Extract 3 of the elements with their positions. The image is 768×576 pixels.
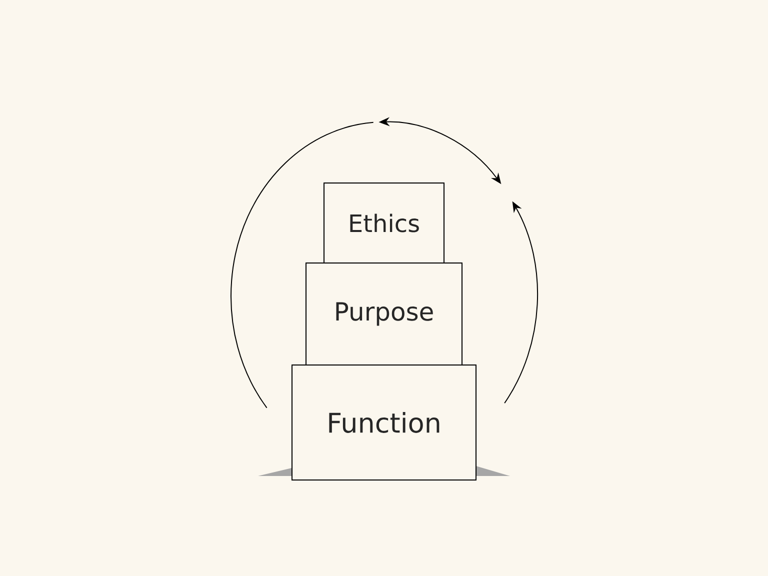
stacked-box: Function: [292, 364, 476, 480]
stacked-box: Purpose: [306, 262, 462, 366]
stacked-box: Ethics: [324, 182, 444, 264]
